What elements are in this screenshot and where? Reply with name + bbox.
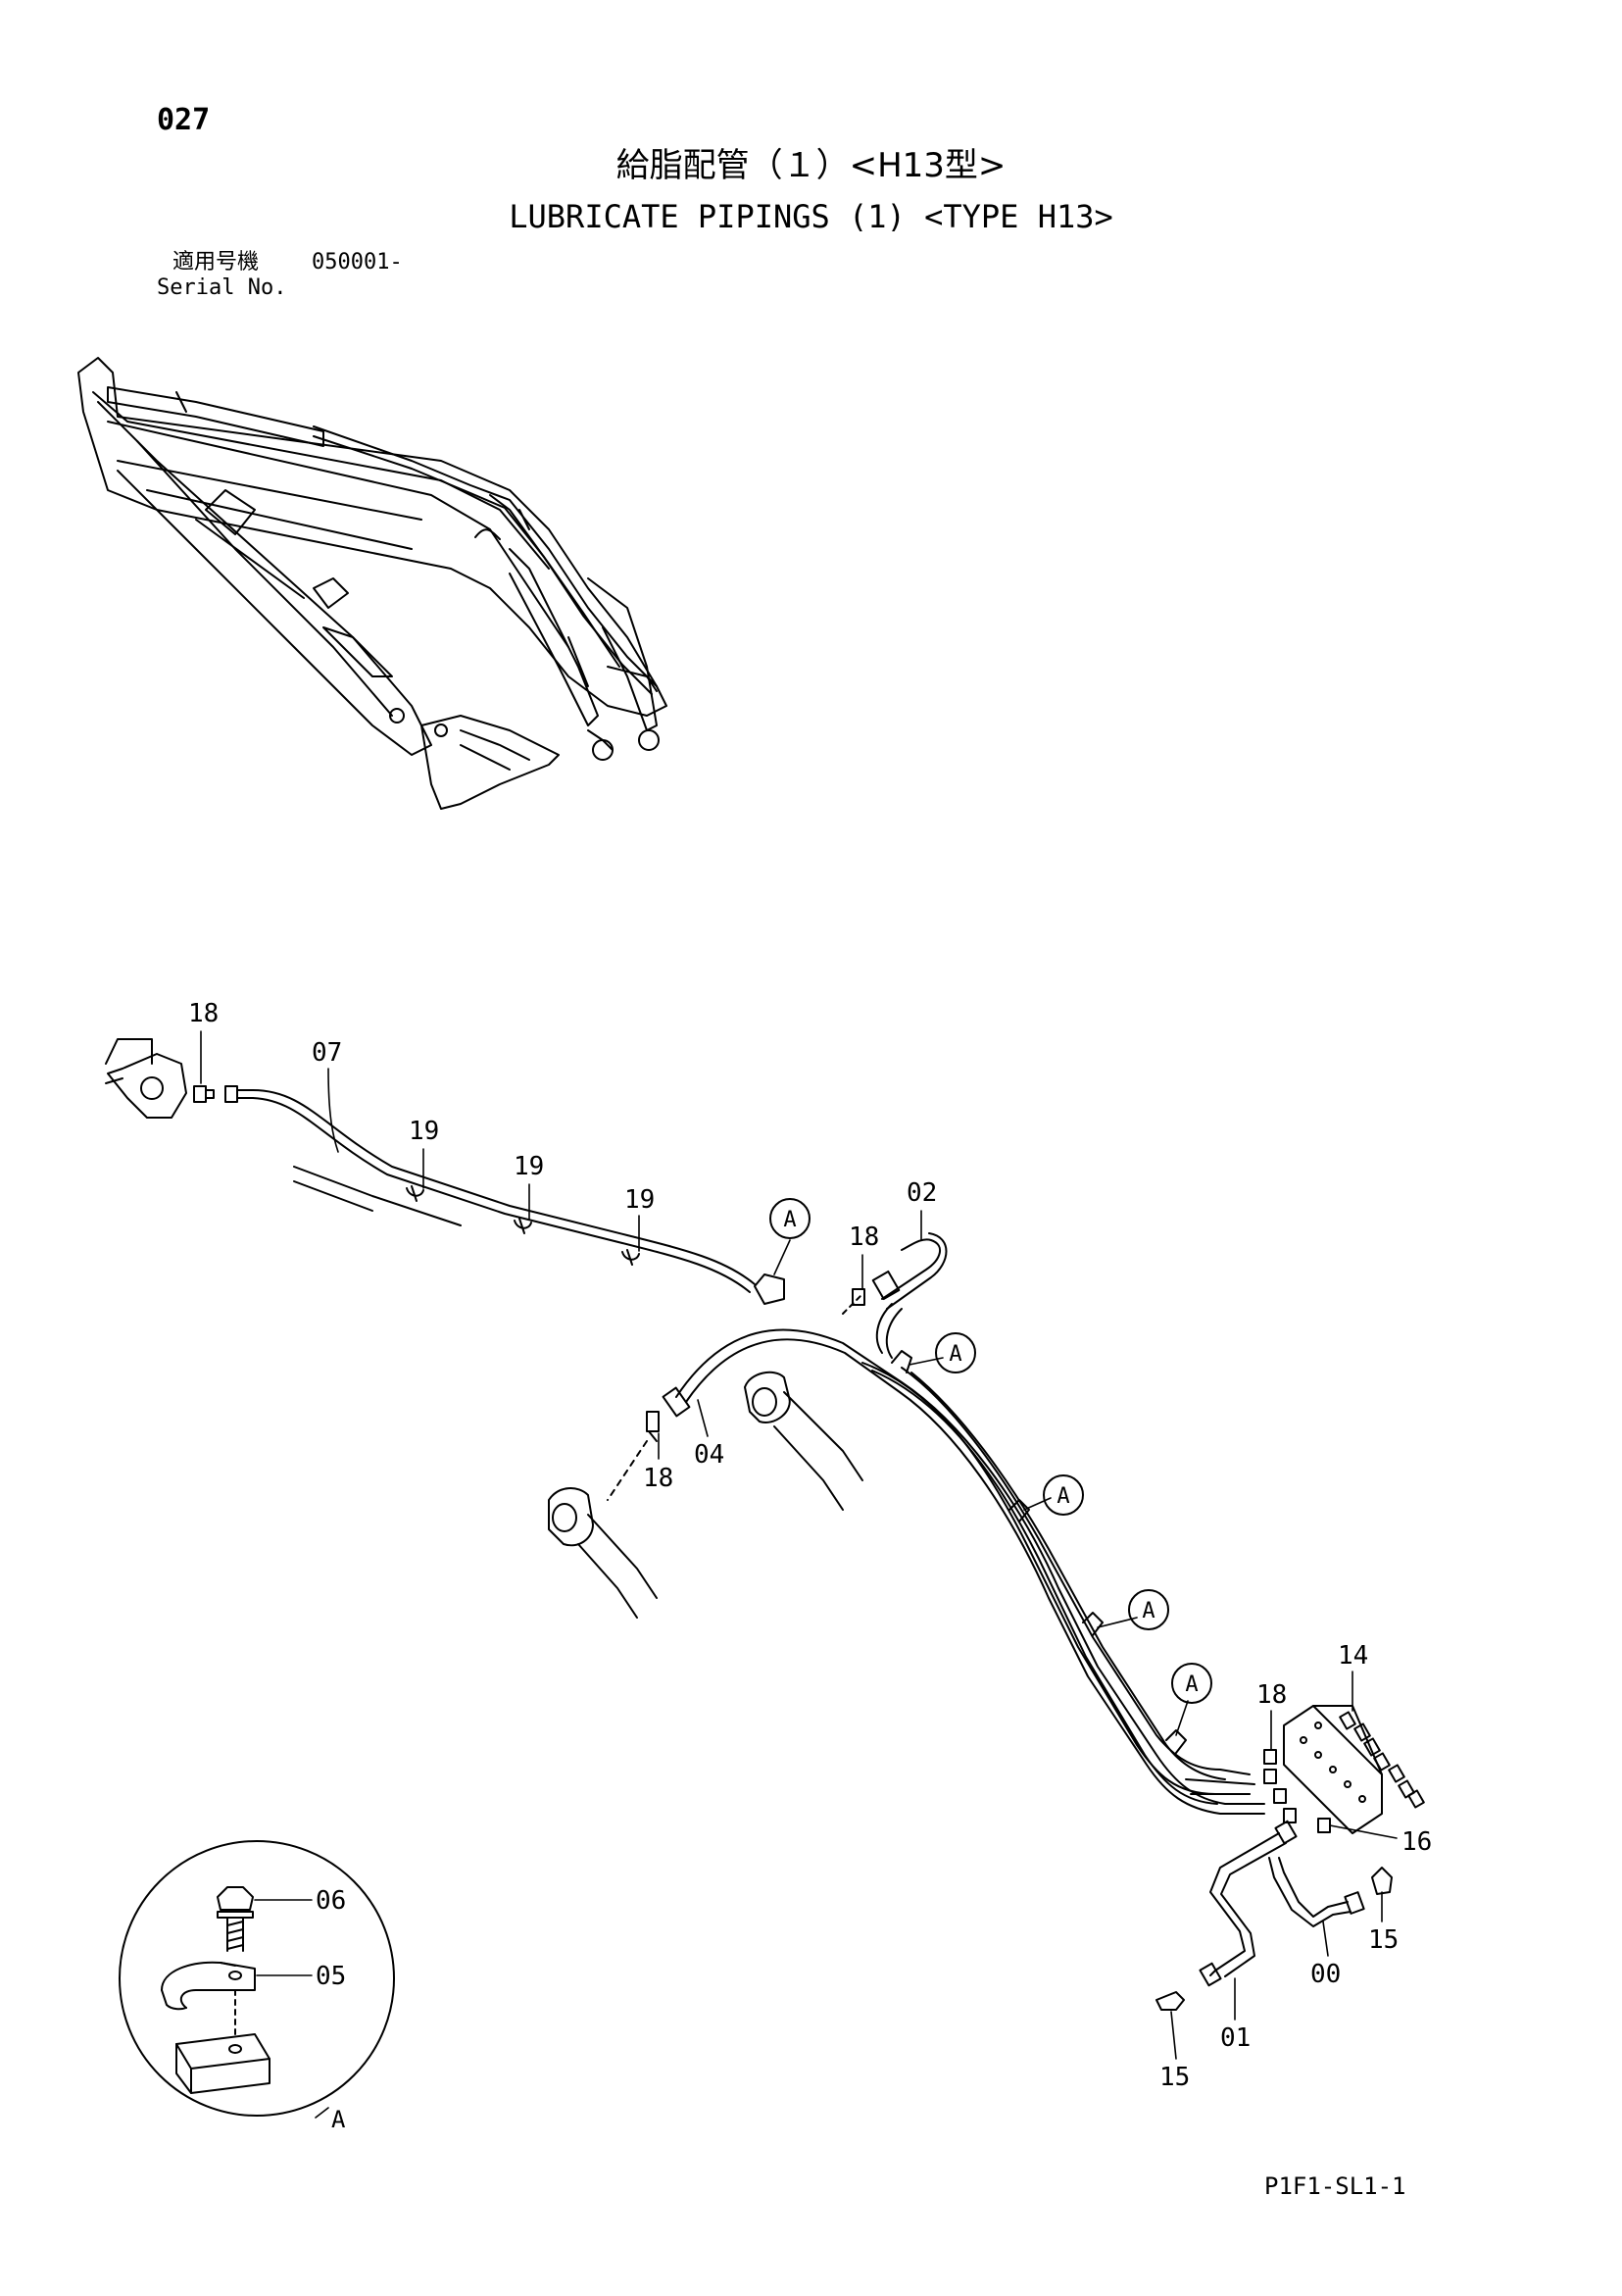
drawing-code: P1F1-SL1-1 [1264, 2172, 1406, 2200]
callout-07: 07 [312, 1038, 342, 1068]
clamp-a-markers [769, 1198, 1212, 1704]
callout-01: 01 [1220, 2023, 1251, 2053]
pipe-01 [1199, 1820, 1298, 1987]
piping-exploded-view [105, 1038, 1425, 2011]
clamp-marker-a: A [949, 1342, 961, 1367]
callout-19: 19 [409, 1117, 439, 1146]
manifold-block [1283, 1705, 1383, 1834]
callout-19: 19 [624, 1185, 655, 1215]
hose-07 [224, 1085, 756, 1293]
callout-02: 02 [907, 1178, 937, 1208]
callout-00: 00 [1310, 1960, 1341, 1989]
callout-14: 14 [1338, 1641, 1368, 1671]
detail-a-view [119, 1840, 395, 2119]
clamp-marker-a: A [1142, 1599, 1155, 1623]
pipe-00 [1268, 1857, 1365, 1927]
callout-18: 18 [643, 1464, 673, 1493]
boom-arm-illustration [77, 357, 667, 810]
callout-15: 15 [1159, 2063, 1190, 2092]
clamp-marker-a: A [1057, 1484, 1069, 1509]
detail-a-label: A [331, 2106, 346, 2133]
title-english: LUBRICATE PIPINGS (1) <TYPE H13> [509, 198, 1113, 235]
callout-18: 18 [849, 1223, 879, 1252]
title-japanese: 給脂配管（１）<H13型> [615, 146, 1007, 185]
callout-18: 18 [1256, 1680, 1287, 1710]
serial-number-value: 050001- [312, 250, 403, 275]
clamp-marker-a: A [1185, 1672, 1198, 1697]
serial-label-english: Serial No. [157, 275, 287, 300]
callout-04: 04 [694, 1440, 724, 1470]
callout-18: 18 [188, 999, 219, 1028]
callout-16: 16 [1401, 1827, 1432, 1857]
page-number: 027 [157, 103, 211, 137]
fitting-group-14 [1339, 1711, 1425, 1809]
serial-label-japanese: 適用号機 [172, 250, 260, 275]
clamp-marker-a: A [783, 1208, 796, 1232]
hose-bundle [675, 1232, 1265, 1815]
callout-05: 05 [316, 1962, 346, 1991]
leader-lines [200, 1030, 1398, 2060]
callout-19: 19 [514, 1152, 544, 1181]
grease-fitting [193, 1085, 215, 1103]
callout-15: 15 [1368, 1925, 1399, 1955]
callout-06: 06 [316, 1886, 346, 1916]
